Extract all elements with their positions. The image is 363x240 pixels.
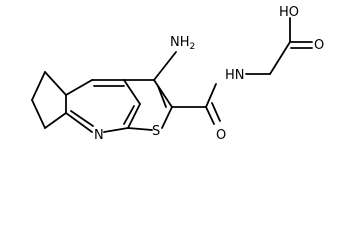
bond [157, 85, 167, 108]
bond [44, 71, 67, 96]
thiophene-sulfur-label: S [152, 124, 160, 139]
bond [269, 41, 291, 75]
molecule-structure: NH2 HN HO O O N S [31, 5, 324, 143]
acetic-acid-chain [245, 17, 313, 75]
bond [44, 112, 67, 129]
bond [65, 112, 93, 133]
amide-oxygen-label: O [216, 128, 226, 143]
amide-group [171, 83, 221, 125]
amino-label: NH2 [170, 35, 195, 52]
bond [127, 103, 141, 129]
pyridine-ring [65, 79, 141, 133]
bond [153, 51, 177, 81]
carboxyl-hydroxyl-label: HO [279, 5, 299, 20]
bond [205, 106, 215, 125]
bond [31, 71, 46, 101]
bond [103, 127, 129, 133]
bond [153, 79, 173, 108]
bond [70, 110, 94, 127]
bond [31, 99, 46, 129]
amide-nitrogen-label: HN [225, 68, 245, 83]
pyridine-nitrogen-label: N [94, 128, 104, 143]
bond [123, 79, 141, 105]
bond [211, 102, 221, 122]
carboxyl-oxygen-label: O [314, 38, 324, 53]
thiophene-ring [123, 79, 173, 131]
bond [205, 83, 217, 108]
bond [161, 106, 173, 129]
bond [65, 79, 93, 96]
bond [123, 105, 135, 125]
bond [127, 127, 153, 131]
amino-subscript: 2 [190, 42, 196, 52]
amino-text: NH [170, 35, 190, 50]
cyclopentane-ring [31, 71, 67, 129]
